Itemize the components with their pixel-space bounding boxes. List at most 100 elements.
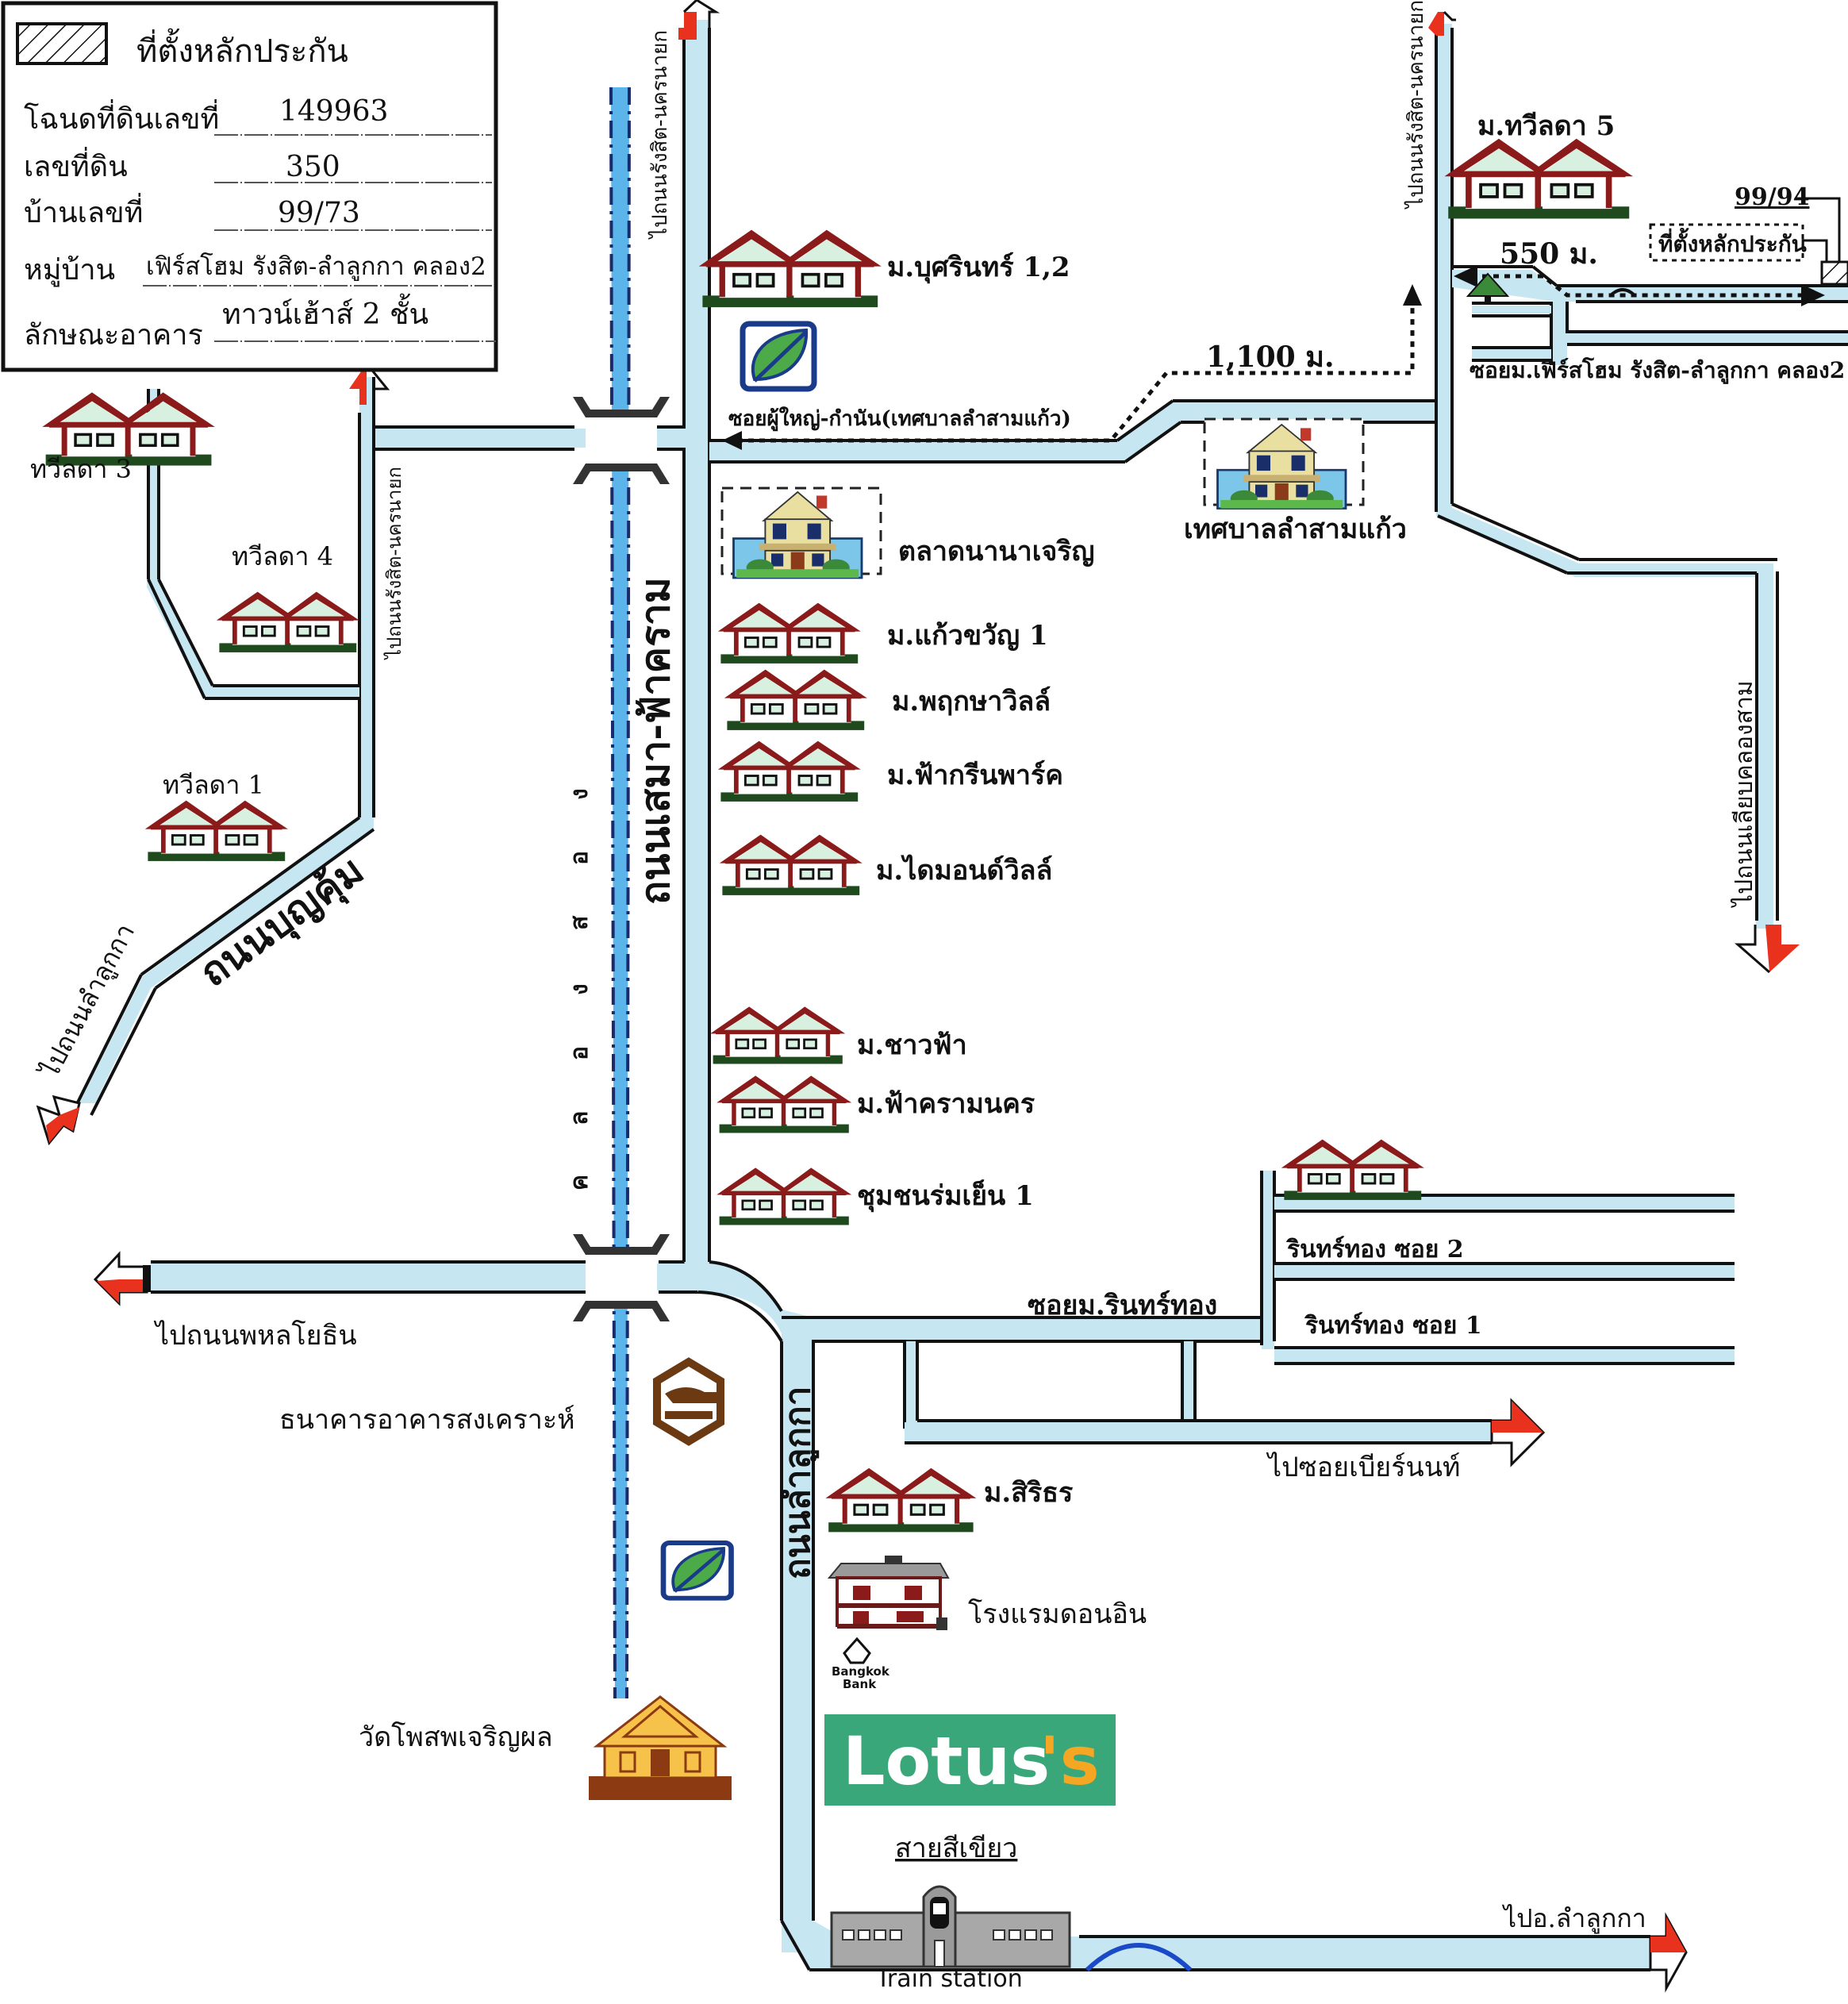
label-gh-bank: ธนาคารอาคารสงเคราะห์	[279, 1404, 575, 1436]
house-icon	[717, 602, 863, 665]
legend-value-village: เฟิร์สโฮม รังสิต-ลำลูกกา คลอง2	[146, 252, 486, 281]
legend-label-building-type: ลักษณะอาคาร	[24, 319, 203, 352]
legend-label-deed: โฉนดที่ดินเลขที่	[24, 99, 219, 136]
house-icon	[697, 228, 883, 309]
label-train-station: Train station	[875, 1965, 1023, 1993]
bank-leaf-icon	[743, 324, 814, 389]
svg-text:ส: ส	[566, 915, 594, 930]
label-to-soi-bianon: ไปซอยเบียร์นนท์	[1266, 1452, 1460, 1483]
bridge-icon	[573, 397, 670, 484]
legend-label-village: หมู่บ้าน	[24, 254, 115, 287]
legend-title: ที่ตั้งหลักประกัน	[136, 28, 348, 70]
label-to-amphoe-lamlukka: ไปอ.ลำลูกกา	[1501, 1903, 1646, 1934]
legend-label-house-no: บ้านเลขที่	[24, 193, 143, 229]
distance-550m: 550 ม.	[1500, 237, 1598, 271]
route-arrow-up-icon	[1403, 284, 1422, 306]
label-hotel: โรงแรมดอนอิน	[968, 1598, 1147, 1630]
label-to-lamlukka-road: ไปถนนลำลูกกา	[33, 918, 141, 1084]
svg-text:Bangkok: Bangkok	[832, 1664, 890, 1679]
hotel-icon	[827, 1556, 950, 1630]
direction-arrows	[36, 0, 1800, 1993]
label-fagreen: ม.ฟ้ากรีนพาร์ค	[887, 760, 1063, 791]
svg-text:Lotus: Lotus	[843, 1722, 1050, 1800]
house-icon	[709, 1006, 847, 1065]
house-icon	[215, 590, 361, 654]
target-marker-icon	[1820, 260, 1848, 286]
bangkok-bank-logo: Bangkok Bank	[832, 1637, 890, 1691]
legend-label-land-no: เลขที่ดิน	[24, 147, 128, 183]
route-arrow-left-icon	[1454, 265, 1477, 287]
label-chaofa: ม.ชาวฟ้า	[857, 1029, 967, 1061]
label-twilada-3: ทวีลดา 3	[30, 454, 132, 484]
distance-1100m: 1,100 ม.	[1206, 340, 1335, 374]
arrow-right-amphoe-lamlukka-icon	[1649, 1912, 1688, 1993]
label-temple: วัดโพสพเจริญผล	[359, 1721, 553, 1753]
label-to-rangsit-right: ไปถนนรังสิต-นครนายก	[1404, 0, 1428, 210]
label-market: ตลาดนานาเจริญ	[898, 536, 1095, 567]
svg-text:ง: ง	[566, 983, 594, 995]
house-icon	[144, 799, 290, 863]
arrow-right-soi-bianon-icon	[1490, 1398, 1546, 1467]
svg-text:ค: ค	[566, 1175, 594, 1190]
legend-value-deed: 149963	[279, 95, 388, 128]
tree-icon	[1466, 272, 1510, 304]
label-twilada-4: ทวีลดา 4	[232, 541, 333, 571]
label-diamond: ม.ไดมอนด์วิลล์	[876, 854, 1052, 887]
canal-khlong-song	[573, 87, 670, 1699]
house-icon	[824, 1467, 978, 1533]
target-property: 99/94 ที่ตั้งหลักประกัน	[1649, 183, 1848, 286]
svg-text:อ: อ	[566, 851, 594, 865]
label-romyen: ชุมชนร่มเย็น 1	[857, 1179, 1034, 1213]
bridge-icon	[573, 1234, 670, 1321]
label-municipality: เทศบาลลำสามแก้ว	[1184, 514, 1407, 545]
house-icon	[718, 833, 864, 897]
svg-text:ล: ล	[566, 1111, 594, 1125]
lotus-logo: Lotus 's	[824, 1714, 1116, 1806]
label-to-rangsit-top: ไปถนนรังสิต-นครนายก	[647, 30, 672, 240]
svg-text:ง: ง	[566, 788, 594, 800]
house-icon	[1280, 1138, 1426, 1202]
arrow-up-main-icon	[678, 0, 720, 40]
label-soi-rinthong: ซอยม.รินทร์ทอง	[1028, 1290, 1217, 1321]
gh-bank-icon	[653, 1357, 724, 1446]
route-arrow-right-icon	[1801, 284, 1825, 306]
house-icon	[723, 668, 869, 732]
label-soi-first-home: ซอยม.เฟิร์สโฮม รังสิต-ลำลูกกา คลอง2	[1470, 356, 1845, 384]
label-fakram: ม.ฟ้าครามนคร	[857, 1088, 1035, 1120]
main-road-seema-fakram	[684, 20, 709, 1286]
arrow-up-left-road-icon	[349, 363, 390, 405]
label-rinthong-soi-2: รินทร์ทอง ซอย 2	[1285, 1236, 1464, 1264]
legend-value-house-no: 99/73	[278, 197, 360, 229]
label-to-liap-khlong-sam: ไปถนนเลียบคลองสาม	[1730, 680, 1758, 908]
roads	[74, 20, 1848, 1972]
label-to-rangsit-left: ไปถนนรังสิต-นครนายก	[383, 467, 405, 660]
label-canal: ค ล อ ง ส อ ง	[566, 788, 594, 1190]
label-twilada-5: ม.ทวีลดา 5	[1477, 110, 1615, 142]
house-icon	[1443, 137, 1635, 221]
label-to-phahonyothin: ไปถนนพหลโยธิน	[153, 1320, 357, 1352]
label-green-line: สายสีเขียว	[895, 1833, 1017, 1864]
svg-text:'s: 's	[1039, 1722, 1100, 1800]
landmarks: ทวีลดา 3 ทวีลดา 4 ทวีลดา 1 ม.ทวีลดา 5 ม.…	[30, 110, 1848, 1993]
target-label: ที่ตั้งหลักประกัน	[1658, 227, 1807, 257]
route-path	[722, 265, 1825, 450]
svg-text:อ: อ	[566, 1046, 594, 1060]
arrow-down-left-lamlukka-icon	[36, 1094, 81, 1146]
hatch-swatch-icon	[16, 22, 108, 65]
house-icon	[717, 740, 863, 803]
legend-value-building-type: ทาวน์เฮ้าส์ 2 ชั้น	[222, 293, 428, 331]
label-sirithorn: ม.สิริธร	[984, 1477, 1074, 1509]
house-icon	[715, 1167, 853, 1226]
route-arrow-left-icon	[722, 431, 742, 450]
temple-icon	[589, 1695, 732, 1800]
train-station-icon	[830, 1885, 1071, 1968]
legend-value-land-no: 350	[286, 151, 340, 183]
label-pruksa: ม.พฤกษาวิลล์	[892, 686, 1051, 717]
arrow-down-liap-khlong-sam-icon	[1735, 925, 1800, 974]
label-kaewkwan: ม.แก้วขวัญ 1	[887, 620, 1048, 652]
arrow-left-phahonyothin-icon	[93, 1251, 151, 1306]
legend-box: ที่ตั้งหลักประกัน โฉนดที่ดินเลขที่ 14996…	[1, 1, 498, 372]
label-twilada-1: ทวีลดา 1	[163, 770, 264, 800]
label-main-road: ถนนเสมา-ฟ้าคราม	[632, 577, 678, 905]
